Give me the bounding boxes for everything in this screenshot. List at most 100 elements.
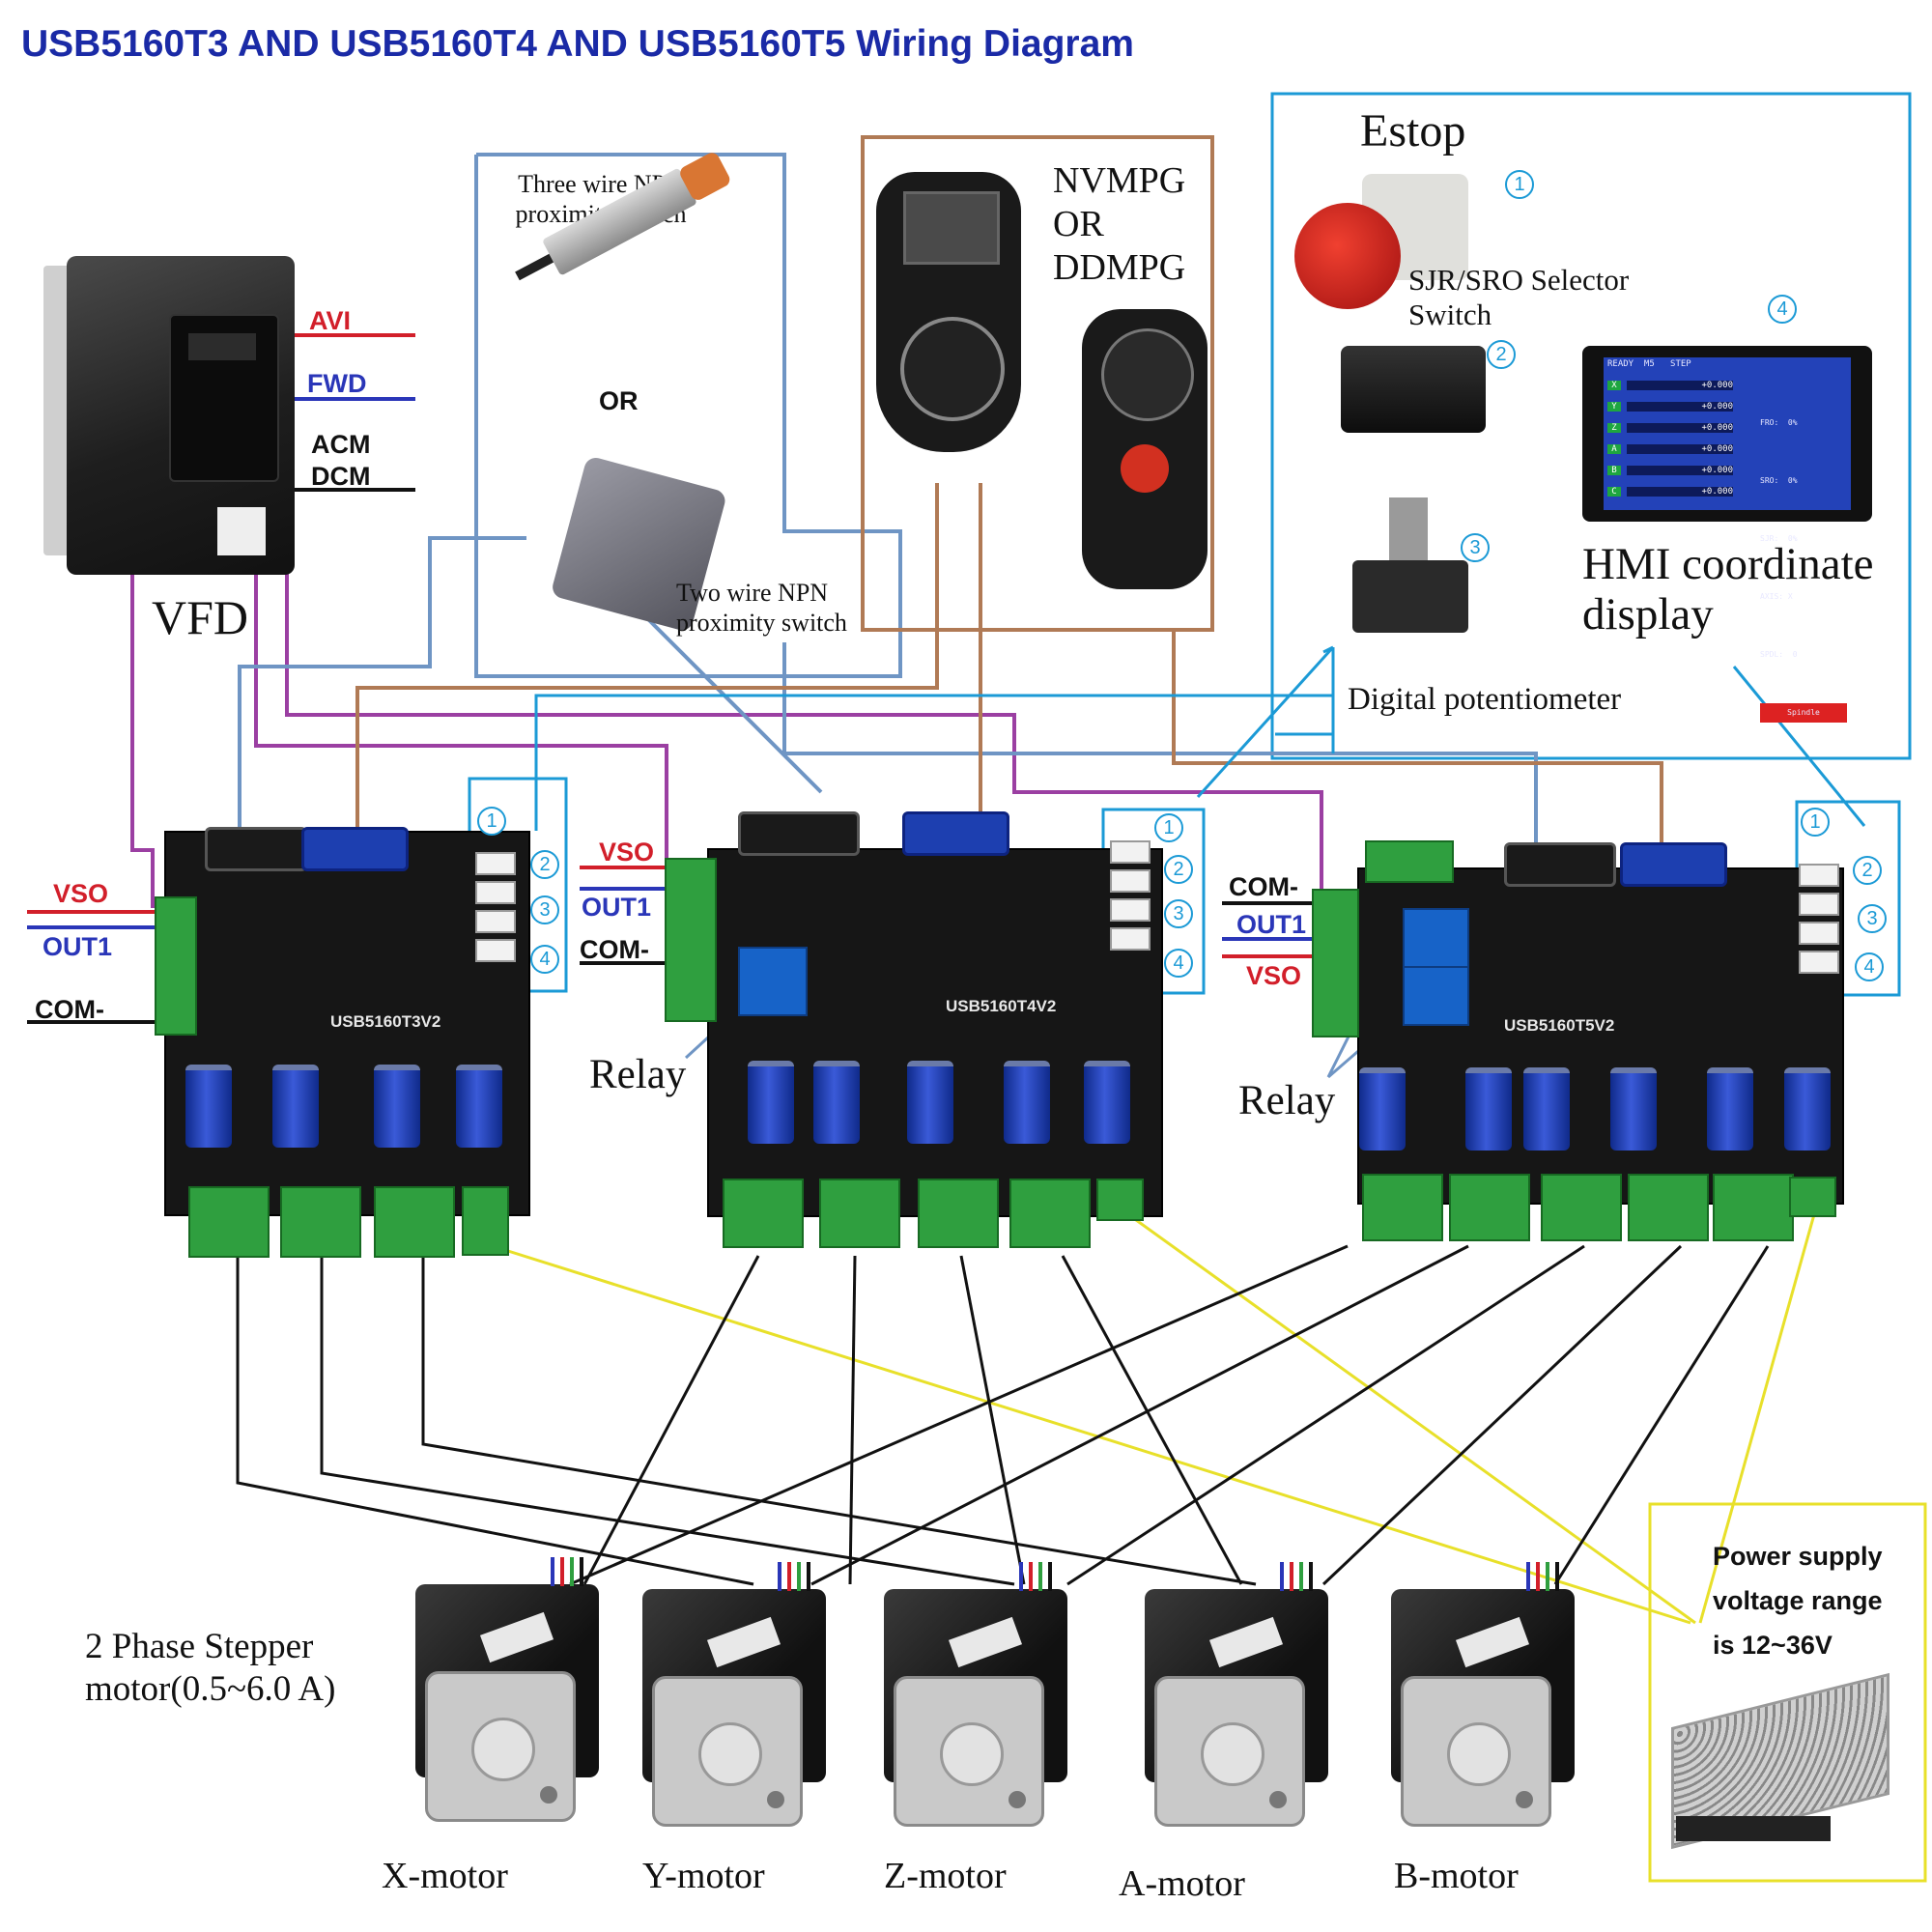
board2-vso-label: VSO <box>599 838 655 867</box>
mpg-box-outline <box>861 135 1214 632</box>
marker-1-estop: 1 <box>1505 170 1534 199</box>
board3-jst-1 <box>1799 864 1839 887</box>
board2-motor-terminal <box>723 1179 804 1248</box>
a-motor-face <box>1154 1676 1305 1827</box>
accessory-box-outline <box>1270 92 1912 760</box>
board3-cap <box>1359 1067 1406 1151</box>
y-motor-label: Y-motor <box>642 1856 765 1896</box>
vfd-label: VFD <box>152 590 249 644</box>
board3-relay-2 <box>1403 966 1469 1026</box>
estop-button <box>1294 174 1488 309</box>
board3-motor-terminal <box>1362 1174 1443 1241</box>
hmi-right-panel: FRO: 0% SRO: 0% SJR: 0% AXIS: X SPDL: 0 … <box>1760 375 1847 761</box>
board3-cap <box>1523 1067 1570 1151</box>
board1-marker-2: 2 <box>530 850 559 879</box>
a-motor-lead <box>1280 1562 1284 1591</box>
board3-marker-1: 1 <box>1801 808 1830 837</box>
y-motor-lead <box>787 1562 791 1591</box>
board1-cap <box>272 1065 319 1148</box>
board3-io-terminal <box>1312 889 1359 1037</box>
board3-relay-1 <box>1403 908 1469 968</box>
board1-motor-terminal <box>280 1186 361 1258</box>
hmi-display: READY M5 STEP X +0.000 Y +0.000 Z +0.000 A +… <box>1582 346 1872 723</box>
board3-motor-terminal <box>1541 1174 1622 1241</box>
board2-relay-label: Relay <box>589 1052 687 1097</box>
board1-cap <box>185 1065 232 1148</box>
hmi-sjr: SJR: 0% <box>1760 534 1798 543</box>
board3-io-terminal-top <box>1365 840 1454 883</box>
x-motor <box>415 1557 628 1874</box>
two-wire-sensor-label: Two wire NPN proximity switch <box>676 579 847 637</box>
board2-motor-terminal <box>1009 1179 1091 1248</box>
board2-motor-terminal <box>918 1179 999 1248</box>
board3-jst-3 <box>1799 922 1839 945</box>
sensor-or-label: OR <box>599 386 639 415</box>
hmi-axis-z: Z <box>1607 423 1621 433</box>
mpg-line1: NVMPG <box>1053 160 1186 201</box>
board3-marker-3: 3 <box>1858 904 1887 933</box>
board1-cap <box>374 1065 420 1148</box>
board2-cap <box>813 1061 860 1144</box>
hmi-axis-b: B <box>1607 466 1621 475</box>
hmi-value-y: +0.000 <box>1627 402 1733 412</box>
hmi-value-x: +0.000 <box>1627 381 1733 390</box>
z-motor-lead <box>1019 1562 1023 1591</box>
board3-motor-terminal <box>1449 1174 1530 1241</box>
board3-vga-connector <box>1620 842 1727 887</box>
board1-db-connector <box>205 827 307 871</box>
z-motor-label: Z-motor <box>884 1856 1007 1896</box>
selector-switch <box>1341 346 1486 452</box>
z-motor-lead <box>1029 1562 1033 1591</box>
board1-com-label: COM- <box>35 995 104 1024</box>
potentiometer-label: Digital potentiometer <box>1348 682 1622 717</box>
x-motor-face <box>425 1671 576 1822</box>
hmi-axis-y: Y <box>1607 402 1621 412</box>
board3-marker-2: 2 <box>1853 856 1882 885</box>
b-motor <box>1391 1562 1604 1879</box>
board1-marker-3: 3 <box>530 895 559 924</box>
board3-db-connector <box>1504 842 1616 887</box>
board1-jst-3 <box>475 910 516 933</box>
sensor-box-outline <box>474 153 902 678</box>
b-motor-lead <box>1546 1562 1549 1591</box>
board1-jst-2 <box>475 881 516 904</box>
board-usb5160t5: USB5160T5V2 <box>1357 842 1844 1205</box>
selector-switch-label: SJR/SRO Selector Switch <box>1408 263 1630 331</box>
nvmpg-pendant <box>876 172 1021 462</box>
board2-marker-3: 3 <box>1164 899 1193 928</box>
board-usb5160t4: USB5160T4V2 <box>707 811 1163 1217</box>
hmi-value-a: +0.000 <box>1627 444 1733 454</box>
hmi-value-z: +0.000 <box>1627 423 1733 433</box>
board1-vso-label: VSO <box>53 879 109 908</box>
board2-marker-1: 1 <box>1154 813 1183 842</box>
board2-motor-terminal <box>819 1179 900 1248</box>
a-motor-lead <box>1290 1562 1293 1591</box>
a-motor-lead <box>1299 1562 1303 1591</box>
board2-cap <box>1084 1061 1130 1144</box>
board1-out1-label: OUT1 <box>43 932 113 961</box>
board1-motor-terminal <box>374 1186 455 1258</box>
z-motor-face <box>894 1676 1044 1827</box>
diagram-title: USB5160T3 AND USB5160T4 AND USB5160T5 Wi… <box>21 23 1134 65</box>
y-motor <box>642 1562 855 1879</box>
board2-name: USB5160T4V2 <box>946 997 1057 1015</box>
board3-jst-4 <box>1799 951 1839 974</box>
hmi-sro: SRO: 0% <box>1760 476 1798 485</box>
vfd-dcm-label: DCM <box>311 462 371 491</box>
z-motor <box>884 1562 1096 1879</box>
hmi-axis-a: A <box>1607 444 1621 454</box>
board2-jst-1 <box>1110 840 1151 864</box>
hmi-axis-x: X <box>1607 381 1621 390</box>
hmi-fro: FRO: 0% <box>1760 418 1798 427</box>
x-motor-lead <box>560 1557 564 1586</box>
hmi-header: READY M5 STEP <box>1607 359 1691 369</box>
board2-cap <box>907 1061 953 1144</box>
board3-cap <box>1707 1067 1753 1151</box>
board1-name: USB5160T3V2 <box>330 1012 441 1031</box>
board3-cap <box>1610 1067 1657 1151</box>
board3-marker-4: 4 <box>1855 952 1884 981</box>
x-motor-lead <box>580 1557 583 1586</box>
board1-vga-connector <box>301 827 409 871</box>
power-box-outline <box>1648 1502 1927 1883</box>
